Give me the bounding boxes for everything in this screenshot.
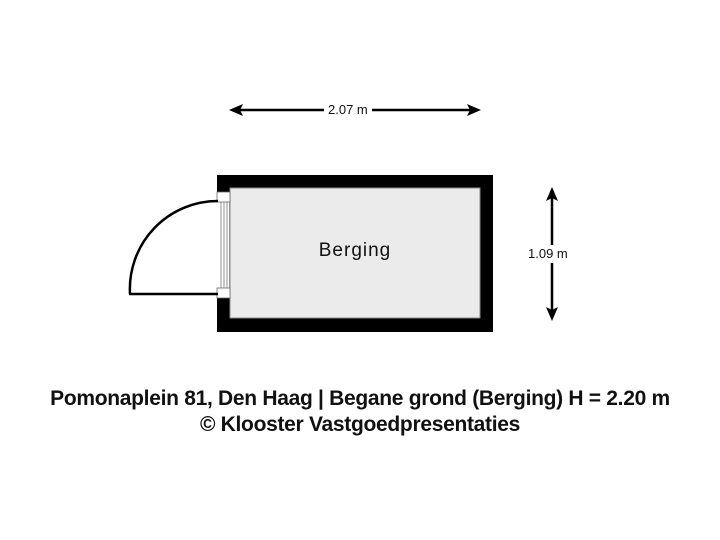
- room-walls: [216, 175, 493, 332]
- caption-copyright: © Klooster Vastgoedpresentaties: [199, 413, 521, 436]
- caption-address: Pomonaplein 81, Den Haag | Begane grond …: [50, 387, 670, 410]
- width-dimension-label: 2.07 m: [324, 101, 372, 119]
- door-swing: [128, 199, 219, 296]
- depth-dimension-label: 1.09 m: [524, 245, 572, 263]
- room-label: Berging: [318, 240, 392, 261]
